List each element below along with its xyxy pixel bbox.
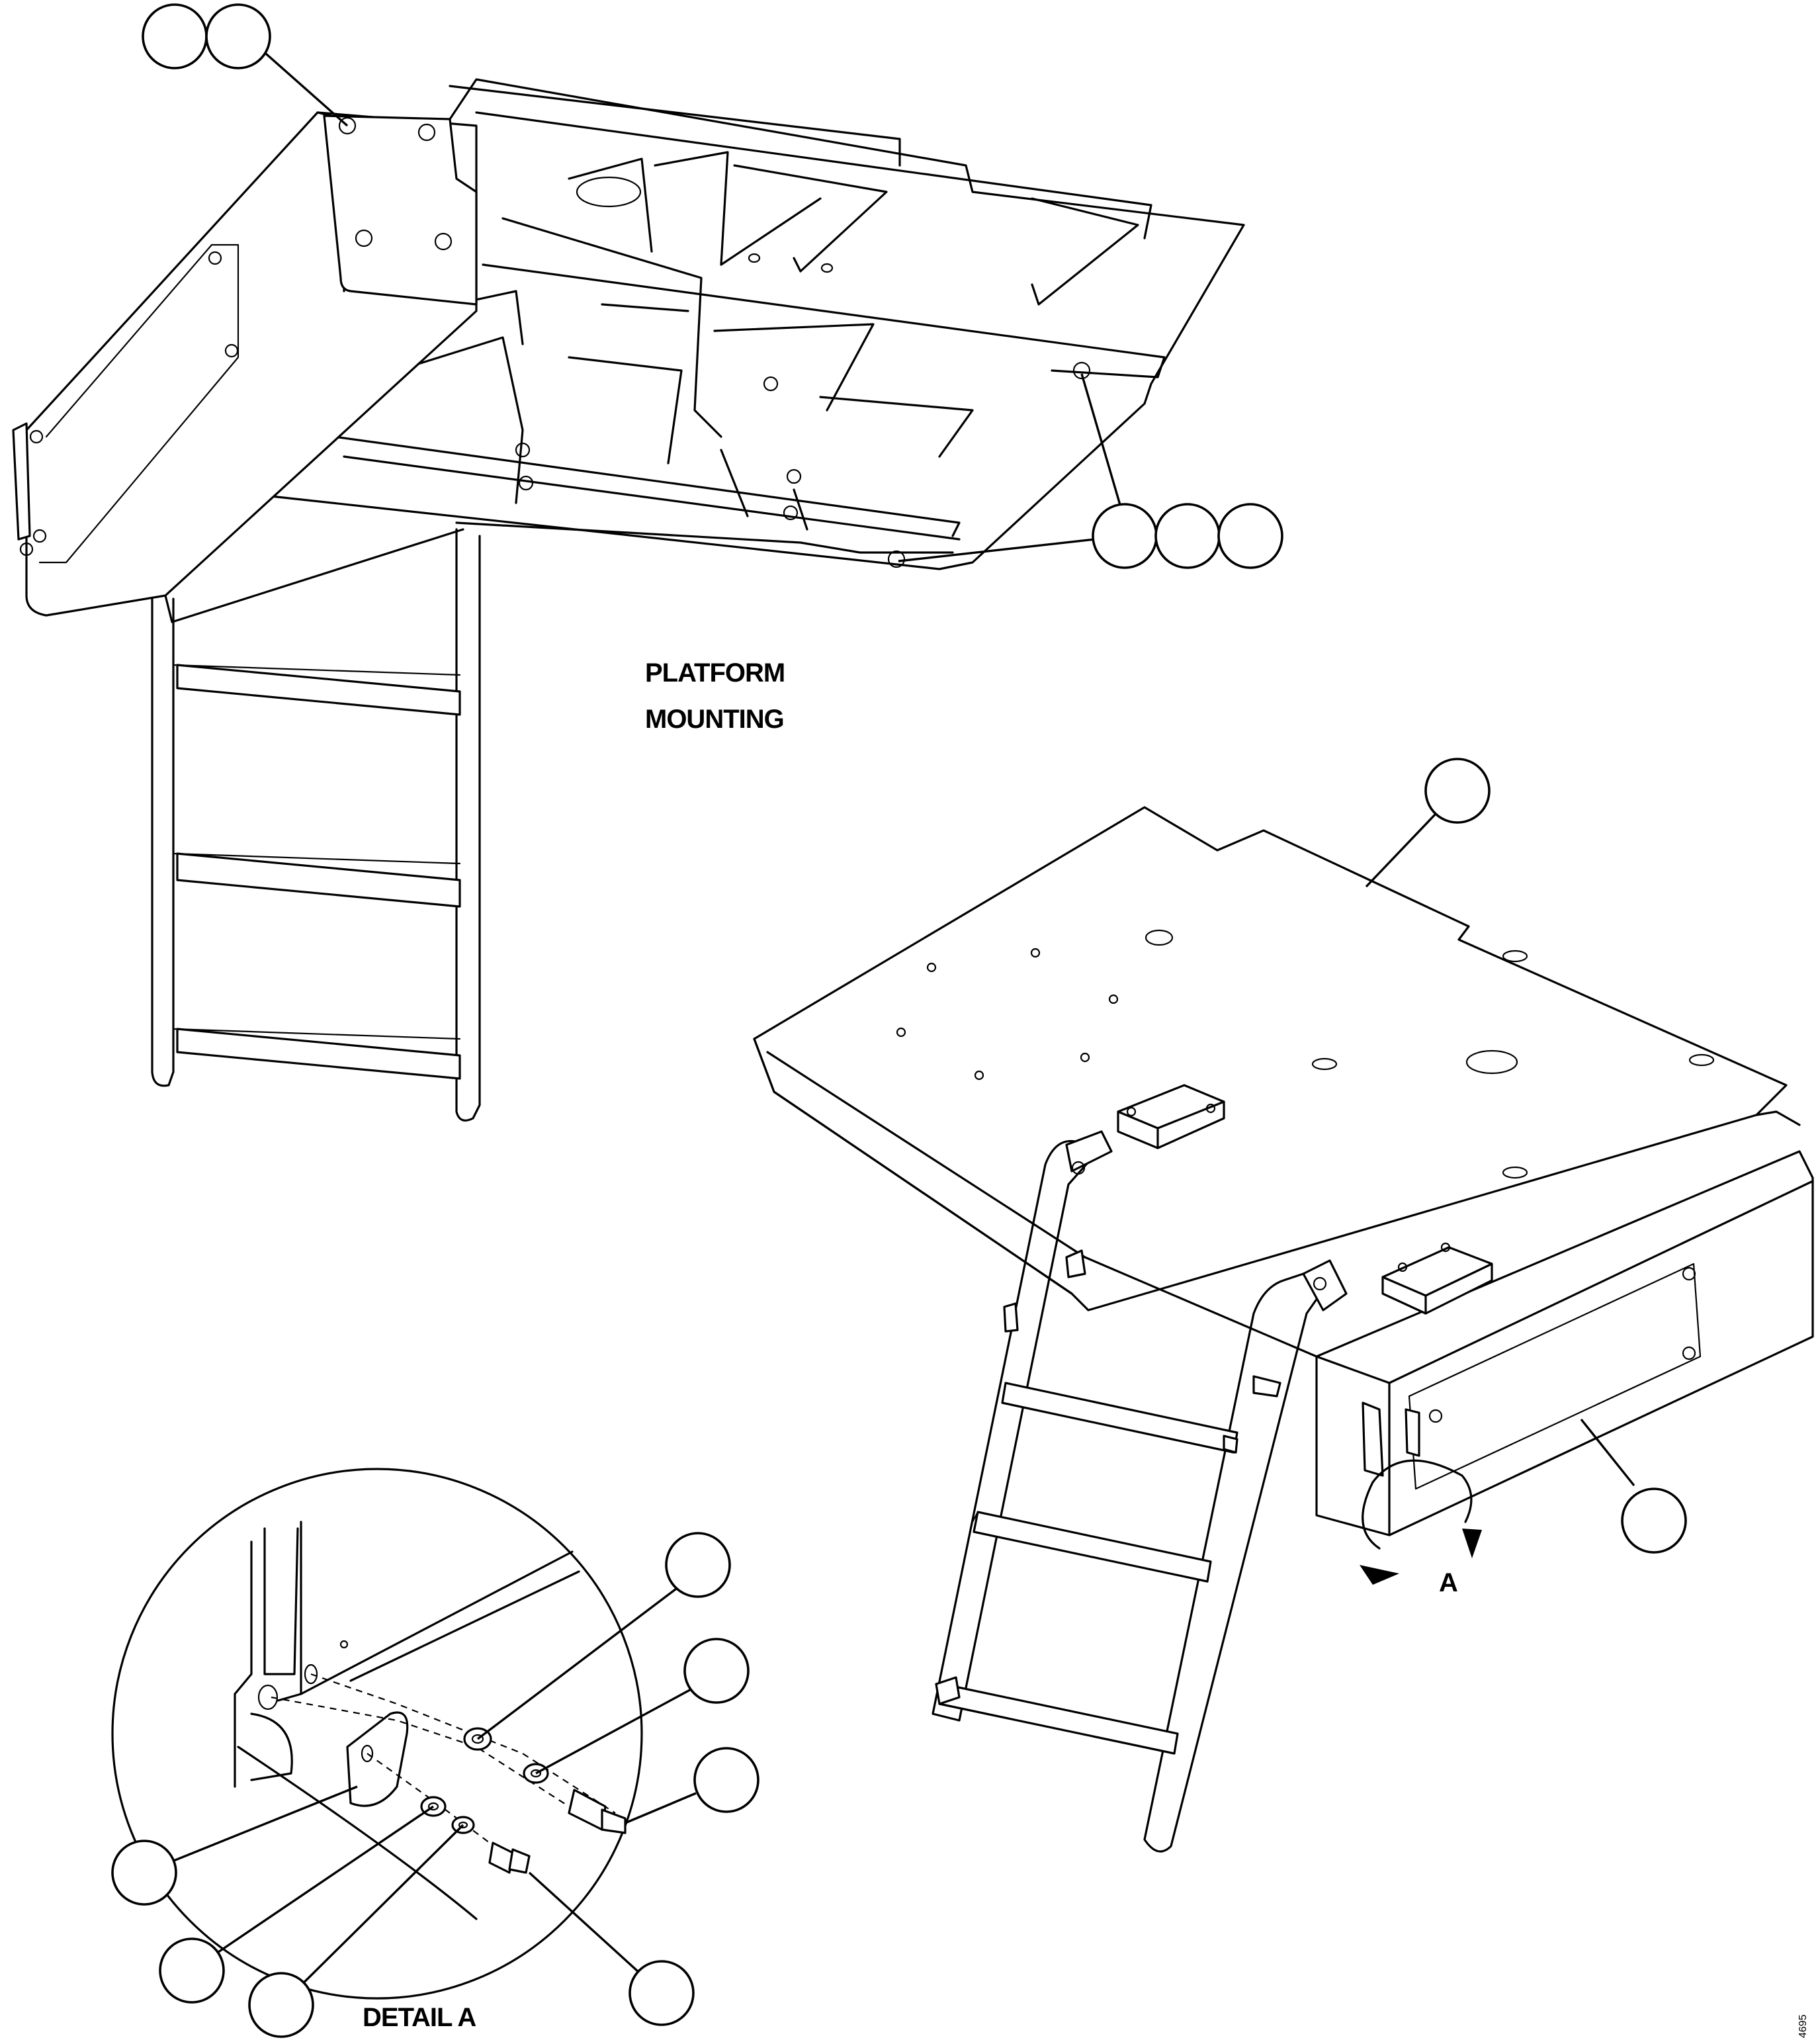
platform-frame — [270, 78, 1245, 570]
detail-a-view: DETAIL A — [111, 1468, 643, 2032]
callout-balloon-4 — [1154, 503, 1221, 569]
callout-balloon-5 — [1217, 503, 1283, 569]
detail-a-title: DETAIL A — [363, 2003, 476, 2032]
ladder-stowed — [151, 528, 481, 1122]
callout-balloons — [111, 3, 1687, 2038]
callout-balloon-9 — [683, 1638, 750, 1704]
platform-mounting-view — [12, 78, 1245, 1122]
view-title-line2: MOUNTING — [645, 705, 784, 734]
leader-lines — [144, 48, 1635, 2006]
platform-top-view: A — [753, 806, 1814, 1853]
detail-a-letter: A — [1439, 1568, 1457, 1597]
platform-box — [1315, 1150, 1814, 1536]
detail-a-callout: A — [1360, 1459, 1482, 1597]
view-title-line1: PLATFORM — [645, 658, 785, 688]
callout-balloon-14 — [628, 1960, 695, 2026]
callout-balloon-6 — [1424, 758, 1491, 824]
callout-balloon-11 — [111, 1840, 177, 1906]
callout-balloon-12 — [159, 1937, 225, 2004]
callout-balloon-7 — [1621, 1488, 1687, 1554]
callout-balloon-2 — [205, 3, 271, 69]
callout-balloon-13 — [248, 1972, 314, 2038]
callout-balloon-3 — [1092, 503, 1158, 569]
storage-box — [12, 111, 478, 623]
callout-balloon-1 — [142, 3, 208, 69]
anchor-tab — [346, 1711, 409, 1807]
callout-balloon-10 — [693, 1747, 759, 1813]
callout-balloon-8 — [665, 1532, 731, 1598]
ladder-deployed — [932, 1130, 1348, 1853]
drawing-number: 4695 — [1798, 2014, 1809, 2038]
